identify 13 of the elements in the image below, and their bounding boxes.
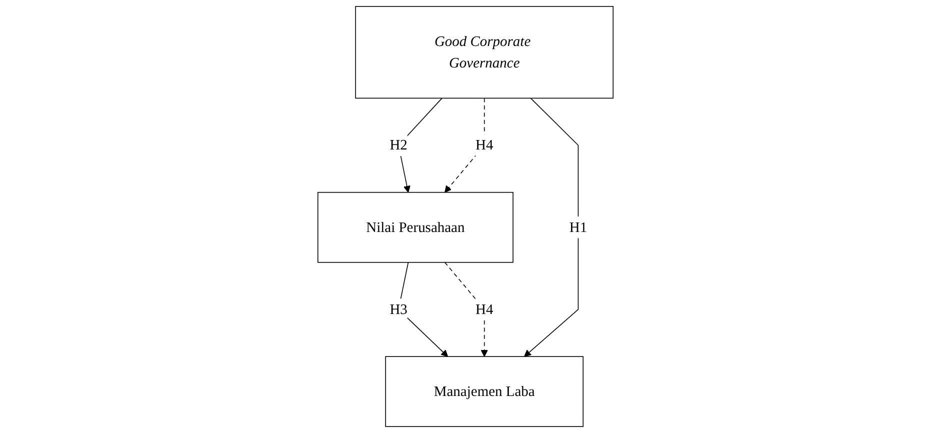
- arrow: [444, 98, 485, 193]
- arrow: [398, 98, 442, 193]
- edge-label: H2: [390, 136, 408, 153]
- node-box: Manajemen Laba: [385, 356, 584, 427]
- edge-label: H3: [390, 301, 408, 318]
- node-box: Nilai Perusahaan: [317, 192, 514, 263]
- edge-label: H4: [476, 301, 494, 318]
- arrow: [444, 262, 488, 357]
- node-box: Good Corporate Governance: [355, 6, 614, 99]
- arrow: [524, 98, 579, 357]
- arrow: [398, 262, 448, 357]
- edge-label: H4: [476, 136, 494, 153]
- edge-label: H1: [569, 218, 588, 236]
